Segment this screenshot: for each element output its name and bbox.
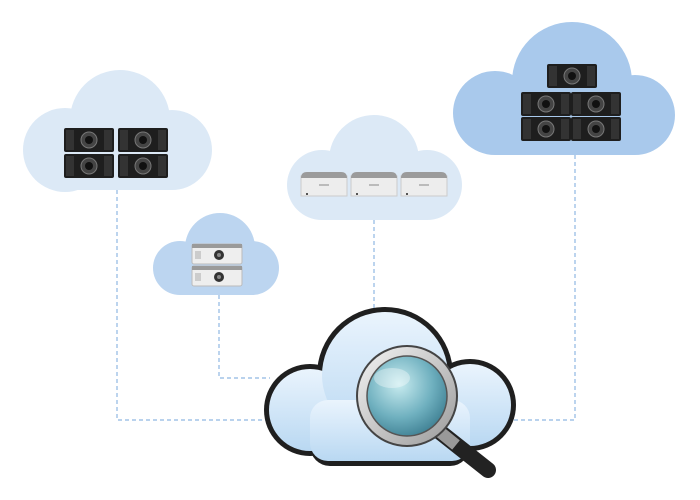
cloud-3-white-boxes [287, 115, 462, 220]
connector-cloud-2 [218, 295, 270, 379]
cloud-2-white-projectors [153, 213, 279, 295]
cloud-4-black-projectors [453, 22, 675, 155]
cloud-1-black-projectors [23, 70, 212, 192]
magnifier-icon [356, 345, 496, 478]
connector-cloud-1 [116, 190, 268, 421]
connector-cloud-4 [512, 155, 576, 421]
